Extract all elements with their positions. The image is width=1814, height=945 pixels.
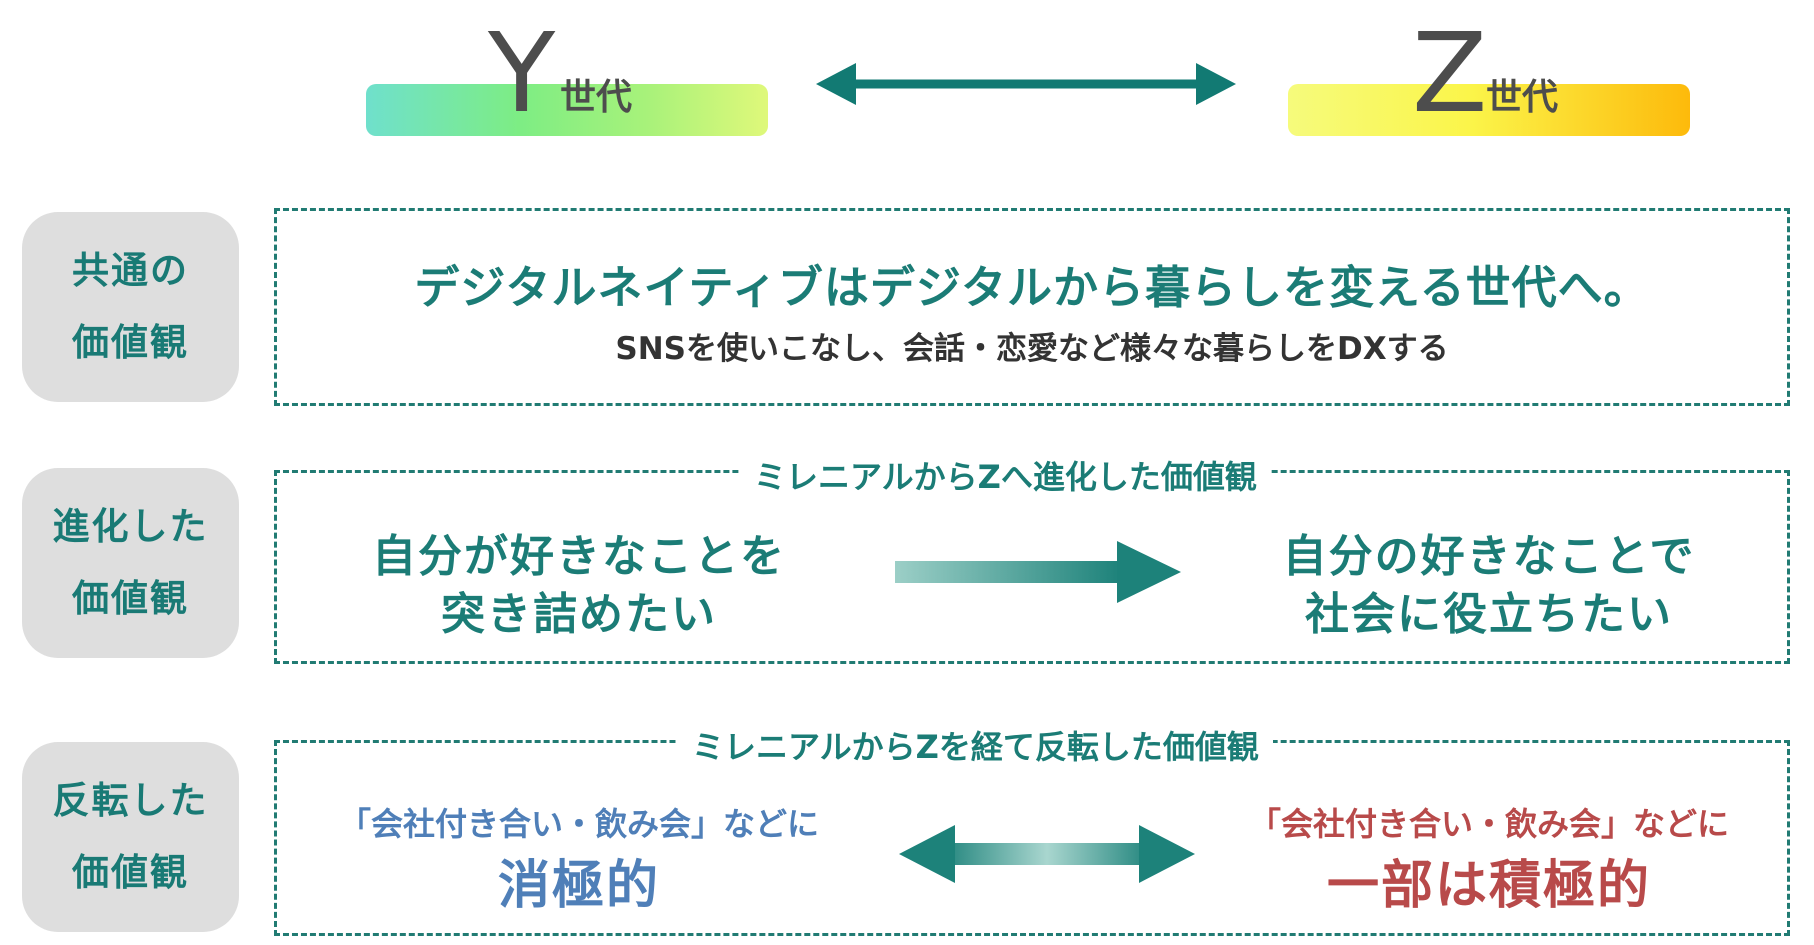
common-headline: デジタルネイティブはデジタルから暮らしを変える世代へ。 [414, 261, 1650, 314]
evolved-right-text: 自分の好きなことで 社会に役立ちたい [1187, 528, 1791, 644]
tag-line: 進化した [52, 505, 209, 548]
y-letter: Y [488, 9, 556, 137]
reversed-right-big: 一部は積極的 [1326, 856, 1651, 916]
text-line: 自分の好きなことで [1282, 531, 1696, 582]
text-line: 突き詰めたい [441, 589, 717, 640]
y-suffix: 世代 [560, 77, 633, 118]
tag-line: 反転した [52, 779, 209, 822]
z-suffix: 世代 [1486, 77, 1559, 118]
double-arrow-icon [899, 825, 1195, 883]
reversed-right-small: 「会社付き合い・飲み会」などに [1248, 805, 1729, 843]
z-letter: Z [1412, 9, 1488, 137]
tag-reversed-values: 反転した 価値観 [22, 742, 239, 932]
text-line: 社会に役立ちたい [1305, 589, 1673, 640]
double-arrow-icon [816, 63, 1236, 105]
tag-line: 共通の [72, 249, 189, 292]
reversed-left-big: 消極的 [497, 856, 660, 916]
common-values-box: デジタルネイティブはデジタルから暮らしを変える世代へ。 SNSを使いこなし、会話… [274, 208, 1790, 406]
evolved-values-box: 自分が好きなことを 突き詰めたい 自分の好きなことで 社会に役立ちたい [274, 470, 1790, 664]
y-generation-bar [366, 84, 768, 136]
tag-common-values: 共通の 価値観 [22, 212, 239, 402]
evolved-caption: ミレニアルからZへ進化した価値観 [740, 452, 1271, 498]
reversed-values-box: 「会社付き合い・飲み会」などに 消極的 「会社付き合い・飲み会」などに 一部は積… [274, 740, 1790, 936]
right-arrow-icon [895, 541, 1181, 603]
tag-line: 価値観 [72, 851, 189, 894]
tag-evolved-values: 進化した 価値観 [22, 468, 239, 658]
text-line: 自分が好きなことを [372, 531, 786, 582]
tag-line: 価値観 [72, 577, 189, 620]
common-subtext: SNSを使いこなし、会話・恋愛など様々な暮らしをDXする [615, 331, 1449, 367]
evolved-left-text: 自分が好きなことを 突き詰めたい [277, 528, 881, 644]
reversed-caption: ミレニアルからZを経て反転した価値観 [678, 722, 1273, 768]
z-generation-bar [1288, 84, 1690, 136]
tag-line: 価値観 [72, 321, 189, 364]
reversed-left-small: 「会社付き合い・飲み会」などに [338, 805, 819, 843]
